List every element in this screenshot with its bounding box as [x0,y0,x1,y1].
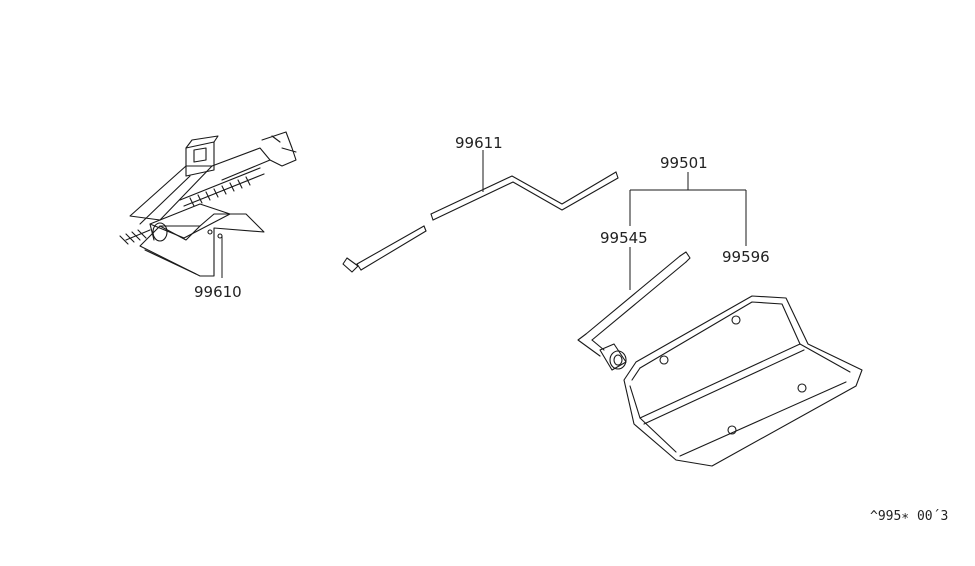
scissor-jack-drawing [119,131,297,277]
part-number-99610: 99610 [194,283,242,301]
drawing-code: ^995∗ 00´3 [870,509,948,524]
part-number-99501: 99501 [660,154,708,172]
part-number-99596: 99596 [722,248,770,266]
wheel-wrench-drawing [577,251,691,371]
tool-bag-drawing [623,295,863,467]
tool-set-bracket [629,172,747,246]
part-number-99611: 99611 [455,134,503,152]
jack-handle-drawing [342,171,619,273]
part-number-99545: 99545 [600,229,648,247]
